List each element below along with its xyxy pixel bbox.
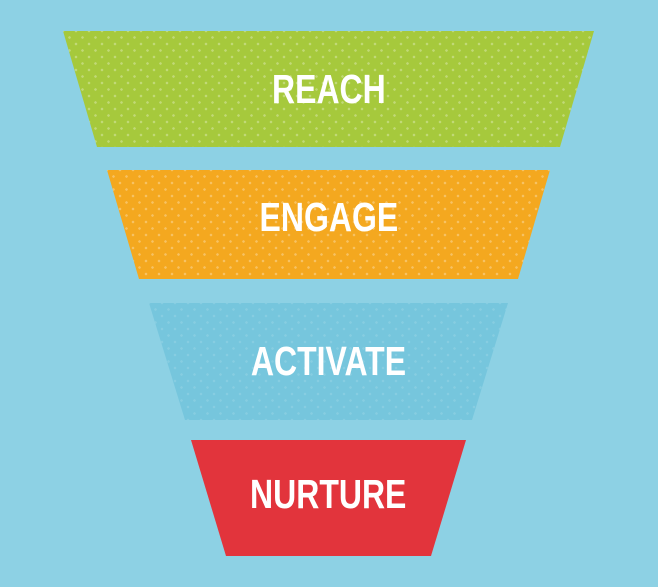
stage-label-activate: ACTIVATE xyxy=(250,338,407,384)
stage-label-nurture: NURTURE xyxy=(250,470,407,517)
funnel-stage-engage: ENGAGE xyxy=(107,170,550,279)
funnel-stage-reach: REACH xyxy=(63,31,594,147)
funnel-stage-activate: ACTIVATE xyxy=(149,303,508,420)
stage-label-engage: ENGAGE xyxy=(259,194,398,240)
stage-label-reach: REACH xyxy=(271,65,386,112)
funnel-stage-nurture: NURTURE xyxy=(191,440,466,556)
